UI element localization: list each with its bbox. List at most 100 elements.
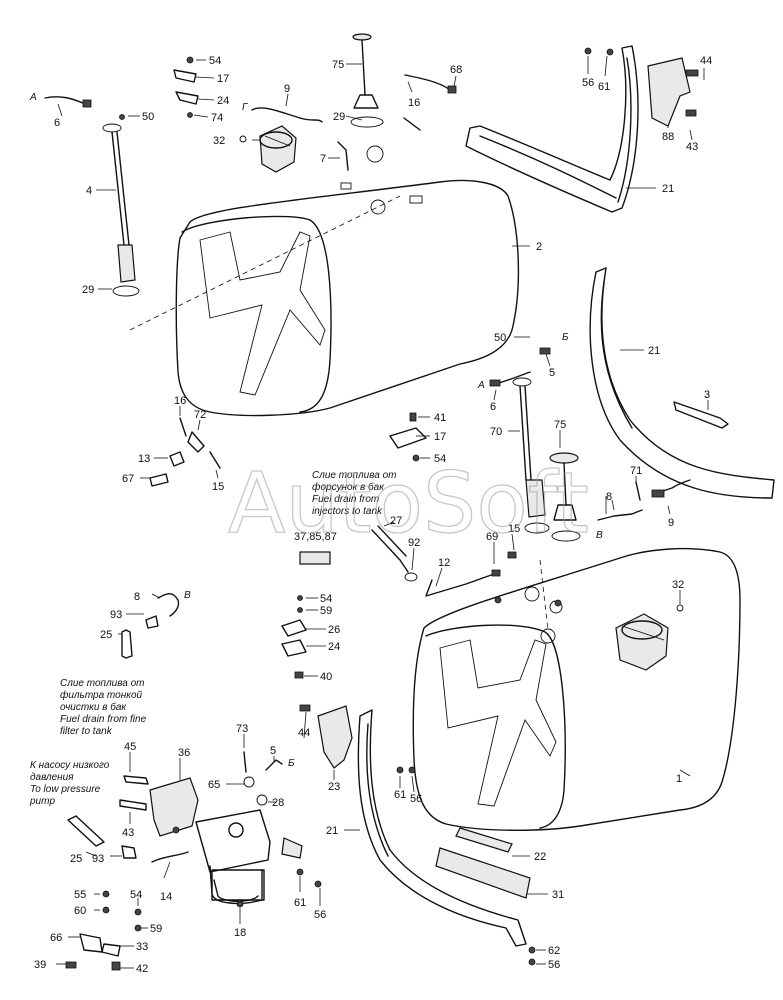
letter-a: А bbox=[477, 380, 485, 391]
part-label: 44 bbox=[700, 55, 712, 67]
part-label: 24 bbox=[217, 95, 229, 107]
part-label: 93 bbox=[92, 853, 104, 865]
part-label: 88 bbox=[662, 131, 674, 143]
part-label: 75 bbox=[554, 419, 566, 431]
watermark-text: AutoSoft bbox=[228, 454, 589, 552]
part-label: 15 bbox=[508, 523, 520, 535]
part-label: 29 bbox=[333, 111, 345, 123]
fittings-center-left bbox=[149, 417, 221, 487]
part-label: 33 bbox=[136, 941, 148, 953]
fuel-filter-assembly bbox=[119, 751, 303, 908]
part-label: 17 bbox=[217, 73, 229, 85]
part-label: 45 bbox=[124, 741, 136, 753]
note-low-pressure-pump: К насосу низкого давления To low pressur… bbox=[29, 760, 110, 807]
part-label: 8 bbox=[606, 491, 612, 503]
tube-16-upper bbox=[404, 74, 451, 91]
part-label: 70 bbox=[490, 426, 502, 438]
part-label: 22 bbox=[534, 851, 546, 863]
part-label: 60 bbox=[74, 905, 86, 917]
note-line: Fuel drain from bbox=[312, 494, 379, 505]
tank-strap-lower bbox=[299, 704, 536, 966]
part-label: 14 bbox=[160, 891, 172, 903]
note-line: injectors to tank bbox=[312, 506, 383, 517]
filler-neck-upper bbox=[239, 125, 297, 173]
part-label: 75 bbox=[332, 59, 344, 71]
part-label: 61 bbox=[598, 81, 610, 93]
note-line: фильтра тонкой bbox=[60, 689, 142, 701]
part-label: 54 bbox=[434, 453, 446, 465]
part-label: 93 bbox=[110, 609, 122, 621]
hose-g bbox=[251, 107, 323, 123]
clamps-lower-center bbox=[281, 595, 307, 679]
part-label: 9 bbox=[668, 517, 674, 529]
part-label: 23 bbox=[328, 781, 340, 793]
part-label: 13 bbox=[138, 453, 150, 465]
part-label: 56 bbox=[314, 909, 326, 921]
part-label: 62 bbox=[548, 945, 560, 957]
part-label: 50 bbox=[494, 332, 506, 344]
letter-a: А bbox=[29, 92, 37, 103]
part-label: 5 bbox=[270, 745, 276, 757]
letter-g: Г bbox=[242, 102, 249, 113]
part-label: 17 bbox=[434, 431, 446, 443]
drain-line-fine-filter bbox=[121, 593, 180, 659]
part-label: 43 bbox=[686, 141, 698, 153]
part-label: 29 bbox=[82, 284, 94, 296]
part-label: 15 bbox=[212, 481, 224, 493]
part-label: 43 bbox=[122, 827, 134, 839]
clamps-upper-left bbox=[173, 56, 199, 118]
part-label: 3 bbox=[704, 389, 710, 401]
part-label: 67 bbox=[122, 473, 134, 485]
part-label: 54 bbox=[320, 593, 332, 605]
note-fine-filter-drain: Слие топлива от фильтра тонкой очистки в… bbox=[60, 678, 147, 737]
part-label: 32 bbox=[672, 579, 684, 591]
part-label: 68 bbox=[450, 64, 462, 76]
part-label: 56 bbox=[410, 793, 422, 805]
part-label: 6 bbox=[54, 117, 60, 129]
note-line: Слие топлива от bbox=[60, 678, 144, 689]
part-label: 6 bbox=[490, 401, 496, 413]
low-pressure-line bbox=[65, 815, 322, 971]
part-label: 37,85,87 bbox=[294, 531, 337, 543]
note-line: Fuel drain from fine bbox=[60, 714, 147, 725]
note-line: форсунок в бак bbox=[312, 481, 385, 493]
part-label: 44 bbox=[298, 727, 310, 739]
letter-v: В bbox=[184, 590, 191, 601]
part-label: 50 bbox=[142, 111, 154, 123]
part-label: 18 bbox=[234, 927, 246, 939]
part-label: 59 bbox=[320, 605, 332, 617]
note-line: К насосу низкого bbox=[30, 760, 110, 771]
part-label: 1 bbox=[676, 773, 682, 785]
tank-strap-upper bbox=[465, 45, 699, 213]
part-label: 39 bbox=[34, 959, 46, 971]
part-label: 12 bbox=[438, 557, 450, 569]
part-label: 27 bbox=[390, 515, 402, 527]
fitting-7 bbox=[337, 141, 349, 171]
filler-neck-lower bbox=[615, 604, 684, 671]
part-label: 21 bbox=[662, 183, 674, 195]
part-label: 41 bbox=[434, 412, 446, 424]
note-line: очистки в бак bbox=[60, 701, 127, 713]
part-label: 42 bbox=[136, 963, 148, 975]
part-label: 24 bbox=[328, 641, 340, 653]
note-line: To low pressure bbox=[30, 784, 101, 795]
part-label: 26 bbox=[328, 624, 340, 636]
clamps-center bbox=[299, 412, 427, 565]
part-label: 61 bbox=[394, 789, 406, 801]
part-label: 16 bbox=[408, 97, 420, 109]
tank-strap-right bbox=[589, 267, 775, 499]
part-label: 54 bbox=[209, 55, 221, 67]
drain-pipes-lower bbox=[371, 479, 691, 607]
letter-v: В bbox=[596, 530, 603, 541]
part-label: 7 bbox=[320, 153, 326, 165]
part-label: 36 bbox=[178, 747, 190, 759]
part-label: 66 bbox=[50, 932, 62, 944]
part-label: 56 bbox=[582, 77, 594, 89]
letter-b: Б bbox=[288, 758, 295, 769]
part-label: 56 bbox=[548, 959, 560, 971]
note-line: pump bbox=[29, 796, 55, 807]
part-label: 9 bbox=[284, 83, 290, 95]
part-label: 74 bbox=[211, 112, 223, 124]
part-label: 72 bbox=[194, 409, 206, 421]
